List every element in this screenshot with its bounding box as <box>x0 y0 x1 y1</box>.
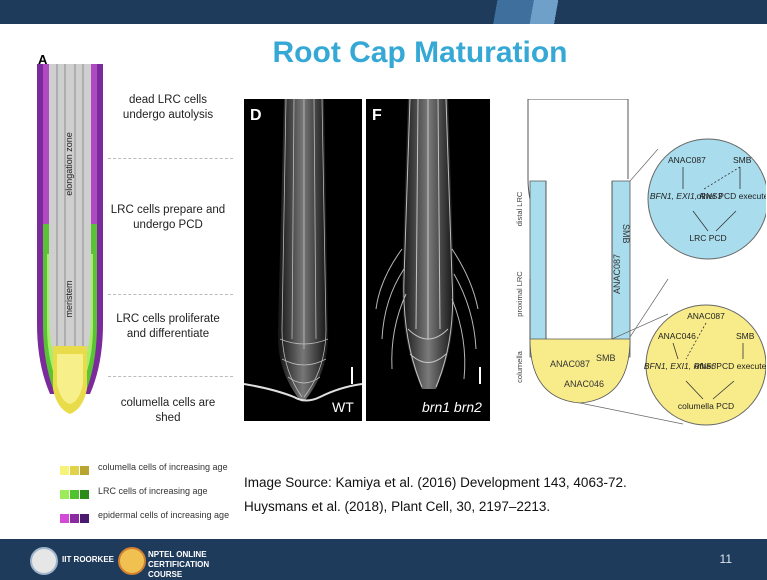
legend-columella-label: columella cells of increasing age <box>98 462 228 472</box>
lrc-node-other: other PCD executers <box>697 191 766 201</box>
legend-epidermal <box>60 510 90 524</box>
nptel-course-text: NPTEL ONLINE CERTIFICATION COURSE <box>148 550 238 580</box>
label-smb-lrc: SMB <box>621 224 631 244</box>
divider-2 <box>108 294 233 295</box>
region-proximal-lrc: proximal LRC <box>515 271 524 317</box>
legend-columella <box>60 462 90 476</box>
micrograph-f-image <box>366 99 490 421</box>
region-columella: columella <box>515 350 524 383</box>
source-line-2: Huysmans et al. (2018), Plant Cell, 30, … <box>244 499 550 514</box>
source-line-1: Image Source: Kamiya et al. (2016) Devel… <box>244 475 627 490</box>
label-anac087-col: ANAC087 <box>550 359 590 369</box>
meristem-label: meristem <box>64 280 74 317</box>
col-node-other: other PCD executers <box>695 361 766 371</box>
micrograph-f: F brn1 brn2 <box>366 99 490 421</box>
col-node-anac046: ANAC046 <box>658 331 696 341</box>
micrograph-d-image <box>244 99 362 421</box>
nptel-logo-icon <box>118 547 146 575</box>
divider-3 <box>108 376 233 377</box>
annotation-proliferate: LRC cells proliferate and differentiate <box>108 312 228 342</box>
label-smb-col: SMB <box>596 353 616 363</box>
col-node-pcd: columella PCD <box>678 401 734 411</box>
slide-title: Root Cap Maturation <box>240 36 600 70</box>
footer-bar: IIT ROORKEE NPTEL ONLINE CERTIFICATION C… <box>0 539 767 580</box>
panel-d-letter: D <box>250 107 262 125</box>
page-number: 11 <box>720 552 732 566</box>
region-distal-lrc: distal LRC <box>515 191 524 226</box>
lrc-node-smb: SMB <box>733 155 752 165</box>
divider-1 <box>108 158 233 159</box>
lrc-node-pcd: LRC PCD <box>689 233 726 243</box>
elongation-zone-label: elongation zone <box>64 132 74 196</box>
legend-lrc-label: LRC cells of increasing age <box>98 486 208 496</box>
iit-roorkee-text: IIT ROORKEE <box>62 555 114 565</box>
lrc-node-anac087: ANAC087 <box>668 155 706 165</box>
label-anac046-col: ANAC046 <box>564 379 604 389</box>
label-anac087-lrc: ANAC087 <box>612 254 622 294</box>
panel-f-letter: F <box>372 107 382 125</box>
iit-roorkee-logo-icon <box>30 547 58 575</box>
col-node-anac087: ANAC087 <box>687 311 725 321</box>
annotation-pcd: LRC cells prepare and undergo PCD <box>108 203 228 233</box>
panel-f-genotype: brn1 brn2 <box>422 399 482 415</box>
banner-stripe <box>467 0 767 24</box>
top-banner <box>0 0 767 24</box>
micrograph-d: D WT <box>244 99 362 421</box>
regulation-diagram: SMB ANAC087 ANAC087 SMB ANAC046 distal L… <box>508 99 766 439</box>
legend-epidermal-label: epidermal cells of increasing age <box>98 510 229 520</box>
root-illustration: elongation zone meristem <box>35 64 105 454</box>
legend-lrc <box>60 486 90 500</box>
panel-d-genotype: WT <box>332 399 354 415</box>
annotation-autolysis: dead LRC cells undergo autolysis <box>108 93 228 123</box>
col-node-smb: SMB <box>736 331 755 341</box>
annotation-shed: columella cells are shed <box>108 396 228 426</box>
